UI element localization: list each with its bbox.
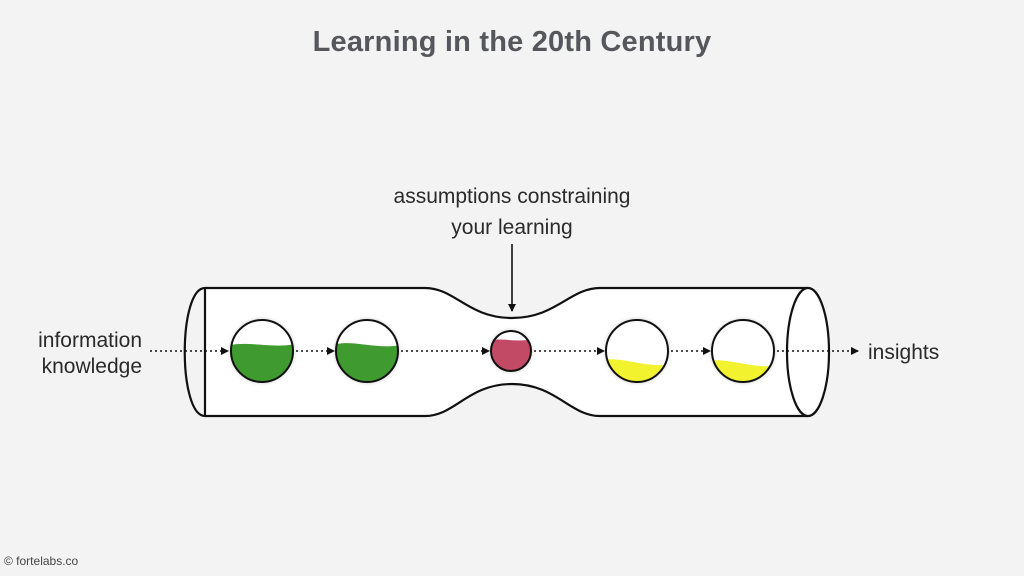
ball-yellow-1 [605, 319, 669, 383]
input-label-information: information [38, 329, 142, 352]
diagram-title: Learning in the 20th Century [312, 26, 712, 58]
pipe-right-opening [785, 286, 831, 418]
output-label: insights [868, 341, 940, 364]
constraint-label-line2: your learning [451, 216, 573, 239]
ball-red-constrained [490, 330, 532, 372]
input-label: information knowledge [0, 328, 142, 380]
ball-yellow-2 [711, 319, 775, 383]
input-label-knowledge: knowledge [41, 355, 142, 378]
constraint-label-line1: assumptions constraining [393, 185, 631, 208]
constraint-label: assumptions constraining your learning [362, 181, 662, 243]
pipe-left-cap [183, 286, 206, 418]
copyright-footer: © fortelabs.co [4, 554, 79, 568]
